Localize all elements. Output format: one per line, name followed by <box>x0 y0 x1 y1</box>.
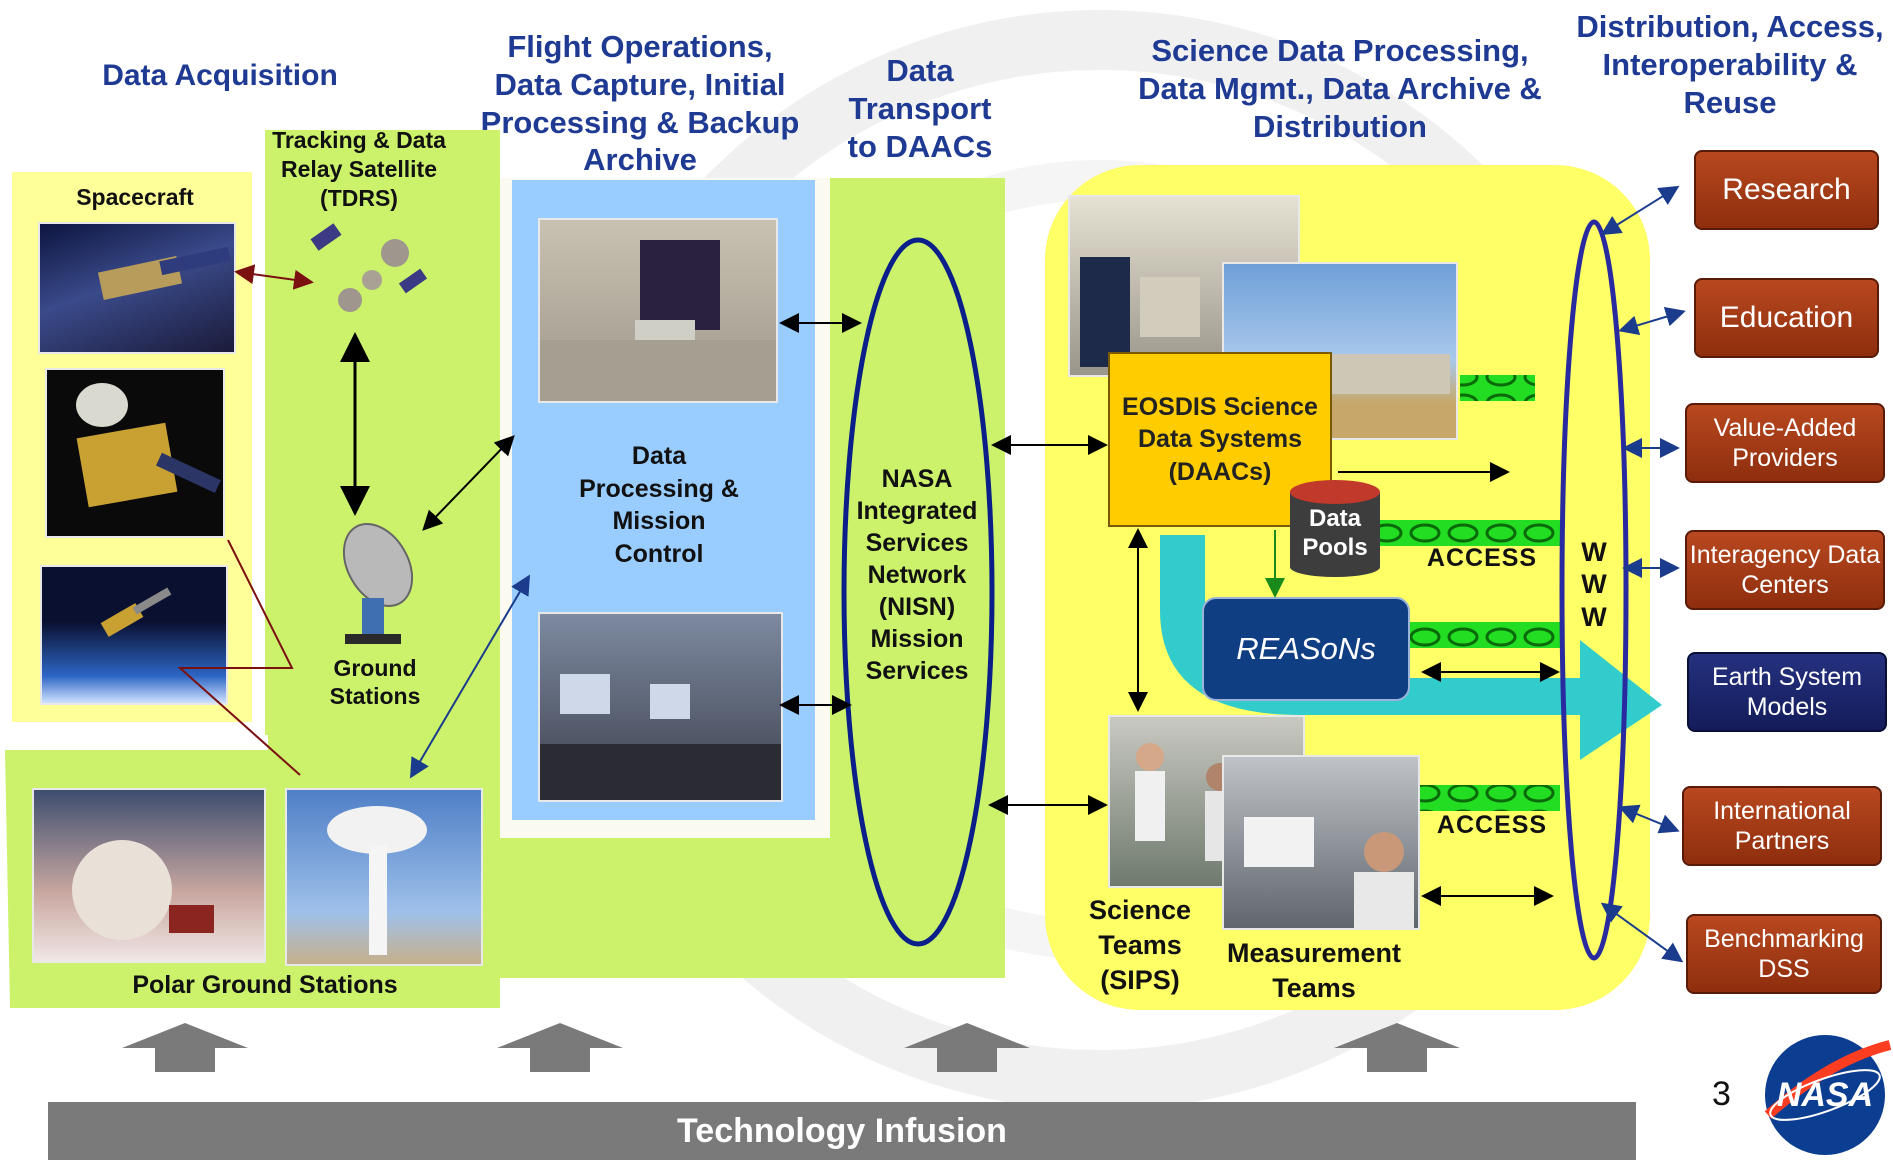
value-added-providers-button[interactable]: Value-Added Providers <box>1685 403 1885 483</box>
education-button[interactable]: Education <box>1694 278 1879 358</box>
data-processing-label: Data Processing & Mission Control <box>579 442 739 568</box>
spacecraft-label: Spacecraft <box>76 184 194 210</box>
spacecraft-photo-1 <box>38 222 236 354</box>
reasons-box: REASoNs <box>1202 597 1410 701</box>
page-number: 3 <box>1712 1075 1731 1113</box>
polar-antenna-photo <box>285 788 483 966</box>
spacecraft-photo-2 <box>45 368 225 538</box>
access-label-2: ACCESS <box>1436 811 1548 839</box>
polar-radome-photo <box>32 788 266 963</box>
measurement-teams-photo <box>1222 755 1420 930</box>
www-label: W W W <box>1581 537 1607 632</box>
header-distribution: Distribution, Access, Interoperability &… <box>1576 9 1884 120</box>
access-label-1: ACCESS <box>1426 544 1538 572</box>
data-pools-label: Data Pools <box>1302 505 1368 561</box>
measurement-teams-label: Measurement Teams <box>1226 938 1402 1004</box>
technology-infusion-bar: Technology Infusion <box>48 1102 1636 1160</box>
science-teams-label: Science Teams (SIPS) <box>1088 895 1192 996</box>
polar-ground-stations-label: Polar Ground Stations <box>132 971 398 999</box>
eosdis-label: EOSDIS Science Data Systems (DAACs) <box>1122 392 1318 486</box>
header-flight-operations: Flight Operations, Data Capture, Initial… <box>480 29 800 178</box>
flight-ops-photo-1 <box>538 218 778 403</box>
header-data-acquisition: Data Acquisition <box>102 59 338 92</box>
nisn-label: NASA Integrated Services Network (NISN) … <box>856 465 978 685</box>
ground-stations-label: Ground Stations <box>329 655 421 709</box>
header-science-processing: Science Data Processing, Data Mgmt., Dat… <box>1138 33 1542 144</box>
earth-system-models-button[interactable]: Earth System Models <box>1687 652 1887 732</box>
flight-ops-photo-2 <box>538 612 783 802</box>
benchmarking-dss-button[interactable]: Benchmarking DSS <box>1686 914 1882 994</box>
interagency-data-centers-button[interactable]: Interagency Data Centers <box>1685 530 1885 610</box>
header-data-transport: Data Transport to DAACs <box>847 53 993 164</box>
nasa-logo-text: NASA <box>1776 1076 1874 1114</box>
reasons-label: REASoNs <box>1236 631 1376 666</box>
research-button[interactable]: Research <box>1694 150 1879 230</box>
international-partners-button[interactable]: International Partners <box>1682 786 1882 866</box>
technology-infusion-label: Technology Infusion <box>677 1111 1007 1150</box>
tdrs-label: Tracking & Data Relay Satellite (TDRS) <box>272 127 446 211</box>
